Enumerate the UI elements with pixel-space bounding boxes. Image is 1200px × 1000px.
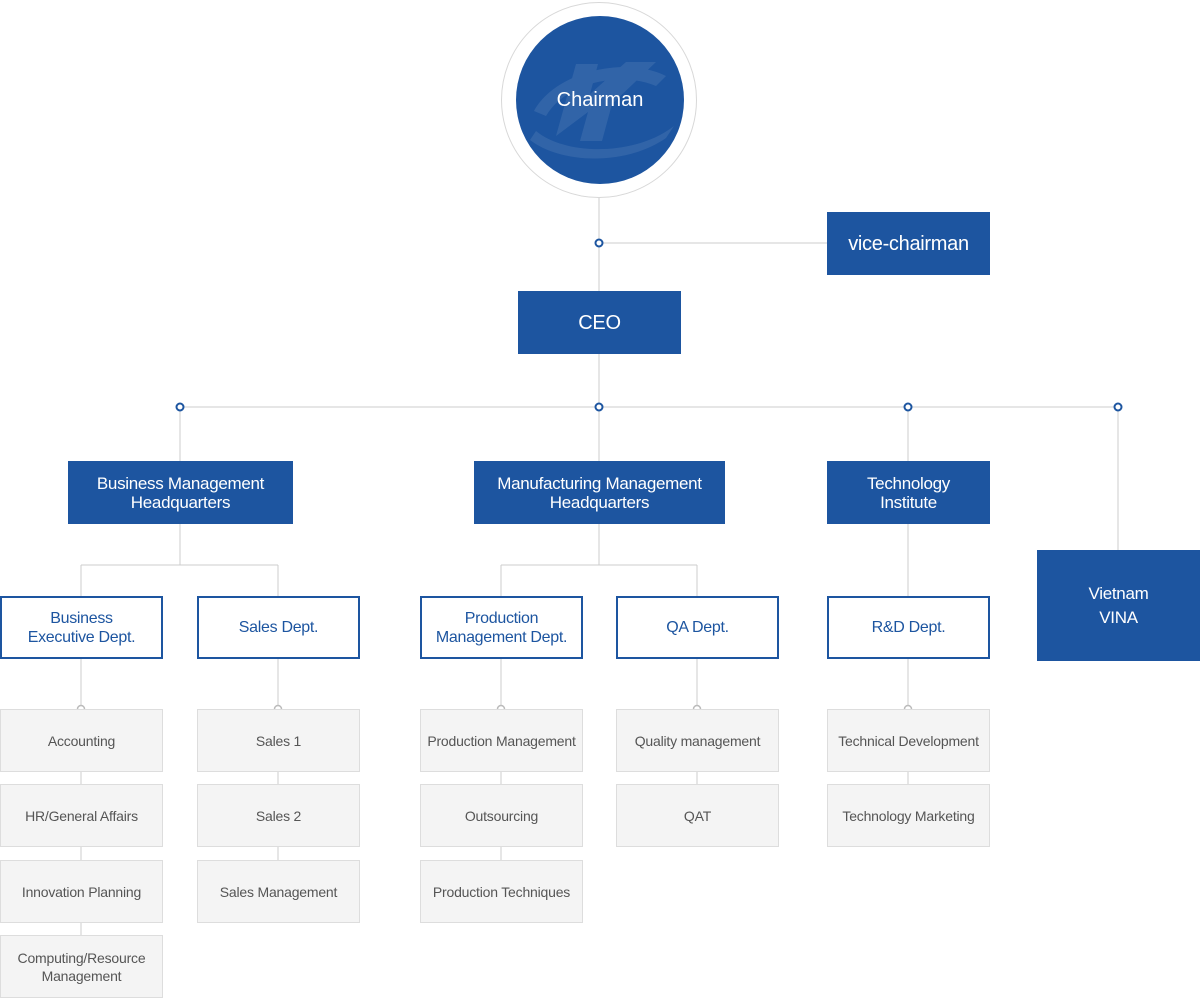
chairman-label: Chairman bbox=[556, 88, 644, 111]
unit-sales-2: Sales 2 bbox=[197, 784, 360, 847]
junction-icon bbox=[594, 238, 604, 248]
junction-icon bbox=[1113, 402, 1123, 412]
vice-chairman-box: vice-chairman bbox=[827, 212, 990, 275]
junction-icon bbox=[594, 402, 604, 412]
chairman-node bbox=[516, 16, 684, 184]
unit-production-management: Production Management bbox=[420, 709, 583, 772]
sales-dept-box: Sales Dept. bbox=[197, 596, 360, 659]
unit-technical-development: Technical Development bbox=[827, 709, 990, 772]
unit-innovation-planning: Innovation Planning bbox=[0, 860, 163, 923]
unit-sales-1: Sales 1 bbox=[197, 709, 360, 772]
unit-technology-marketing: Technology Marketing bbox=[827, 784, 990, 847]
unit-computing-resource-management: Computing/Resource Management bbox=[0, 935, 163, 998]
unit-hr-general-affairs: HR/General Affairs bbox=[0, 784, 163, 847]
ceo-box: CEO bbox=[518, 291, 681, 354]
unit-outsourcing: Outsourcing bbox=[420, 784, 583, 847]
vietnam-vina-box: Vietnam VINA bbox=[1037, 550, 1200, 661]
rnd-dept-box: R&D Dept. bbox=[827, 596, 990, 659]
unit-quality-management: Quality management bbox=[616, 709, 779, 772]
manufacturing-management-hq-box: Manufacturing Management Headquarters bbox=[474, 461, 725, 524]
junction-icon bbox=[903, 402, 913, 412]
qa-dept-box: QA Dept. bbox=[616, 596, 779, 659]
unit-qat: QAT bbox=[616, 784, 779, 847]
business-executive-dept-box: Business Executive Dept. bbox=[0, 596, 163, 659]
unit-accounting: Accounting bbox=[0, 709, 163, 772]
company-logo-icon bbox=[530, 62, 674, 159]
unit-sales-management: Sales Management bbox=[197, 860, 360, 923]
unit-production-techniques: Production Techniques bbox=[420, 860, 583, 923]
business-management-hq-box: Business Management Headquarters bbox=[68, 461, 293, 524]
production-management-dept-box: Production Management Dept. bbox=[420, 596, 583, 659]
junction-icon bbox=[175, 402, 185, 412]
technology-institute-box: Technology Institute bbox=[827, 461, 990, 524]
